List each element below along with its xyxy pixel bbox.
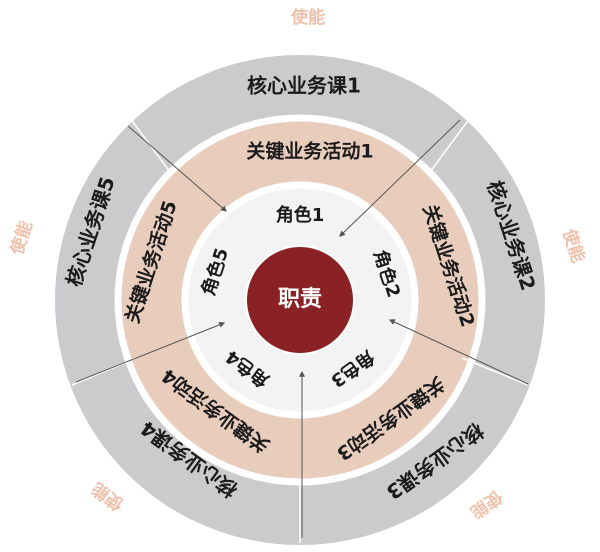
course-label-1: 核心业务课1 bbox=[247, 74, 361, 98]
arrow-group bbox=[75, 119, 529, 538]
center-label: 职责 bbox=[278, 286, 322, 312]
enable-label-5: 使能 bbox=[6, 218, 37, 258]
divider-1 bbox=[429, 117, 471, 173]
activity-label-1: 关键业务活动1 bbox=[246, 140, 373, 163]
arrow-5 bbox=[127, 125, 227, 212]
enable-labels: 使能 使能 使能 使能 使能 bbox=[6, 7, 589, 523]
arrow-4 bbox=[75, 321, 226, 383]
enable-label-1: 使能 bbox=[290, 7, 325, 28]
center-circle bbox=[245, 245, 355, 355]
divider-2 bbox=[461, 357, 529, 386]
enable-label-4: 使能 bbox=[88, 478, 129, 516]
role-label-1: 角色1 bbox=[276, 204, 325, 226]
arrow-1 bbox=[339, 119, 461, 237]
enable-label-2: 使能 bbox=[558, 225, 589, 265]
arrow-2 bbox=[388, 319, 529, 385]
enable-label-3: 使能 bbox=[466, 485, 507, 523]
